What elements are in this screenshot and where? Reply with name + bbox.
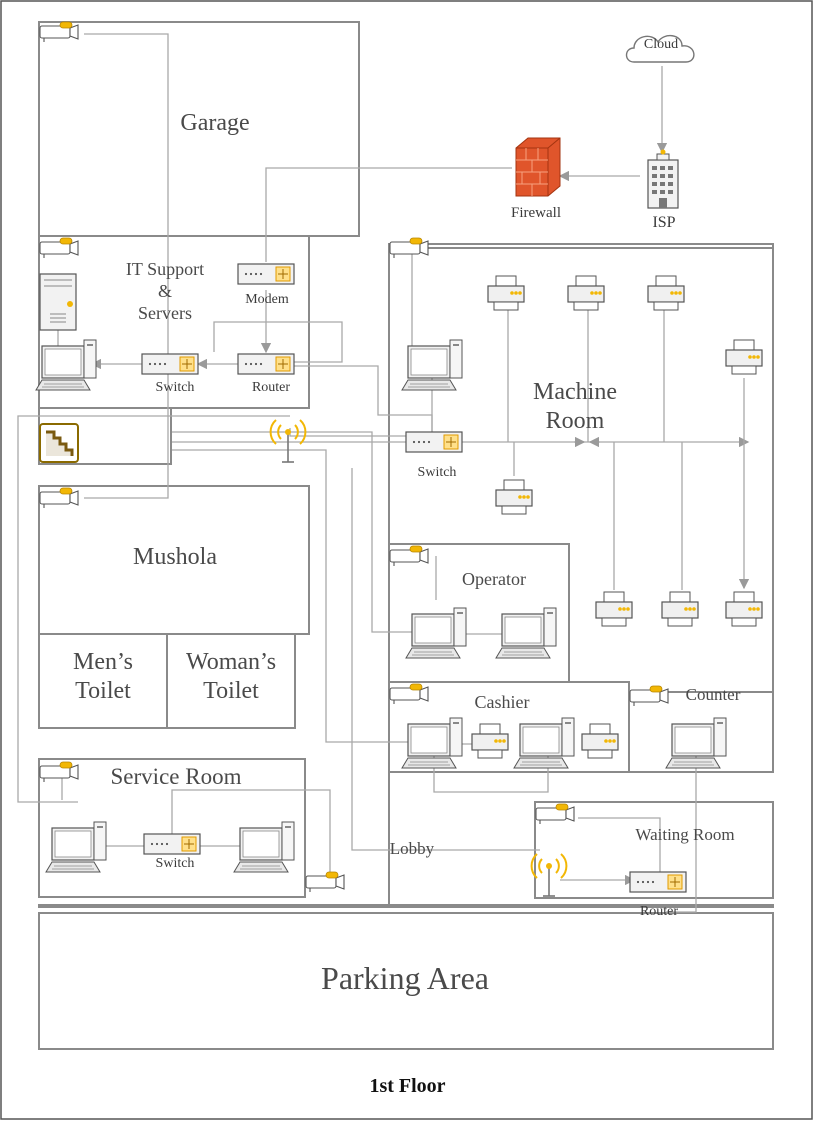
camera-mushola-icon xyxy=(39,487,79,509)
printer-7-icon xyxy=(661,591,699,627)
camera-machine-icon xyxy=(389,237,429,259)
lobby-bottom-wall xyxy=(38,904,774,908)
printer-cashier-2-icon xyxy=(581,723,619,759)
mens-toilet-line-2: Toilet xyxy=(75,678,131,705)
cashier-label: Cashier xyxy=(474,692,530,712)
switch-service-label: Switch xyxy=(155,856,195,871)
camera-service-icon xyxy=(39,761,79,783)
cloud-icon xyxy=(625,35,695,63)
switch-it-label: Switch xyxy=(155,380,195,395)
isp-building-icon xyxy=(647,149,679,209)
operator-room xyxy=(388,543,570,683)
pc-operator-2-icon xyxy=(495,607,557,659)
pc-service-2-icon xyxy=(233,821,295,873)
mushola-label: Mushola xyxy=(133,544,217,570)
router-waiting-label: Router xyxy=(639,904,679,919)
it-support-line-2: & xyxy=(157,280,172,301)
firewall-icon xyxy=(515,137,561,197)
camera-cashier-icon xyxy=(389,683,429,705)
camera-garage-icon xyxy=(39,21,79,43)
router-it-label: Router xyxy=(251,380,291,395)
floor-title: 1st Floor xyxy=(369,1075,446,1097)
womans-toilet-room xyxy=(166,633,296,729)
cloud-label: Cloud xyxy=(643,37,679,52)
garage-label: Garage xyxy=(180,110,250,136)
switch-service-icon xyxy=(143,833,201,855)
modem-label: Modem xyxy=(245,292,289,307)
mens-toilet-line-1: Men’s xyxy=(73,649,133,675)
printer-cashier-1-icon xyxy=(471,723,509,759)
firewall-label: Firewall xyxy=(511,205,561,221)
counter-room xyxy=(628,691,774,773)
womans-toilet-label: Woman’s Toilet xyxy=(168,649,294,705)
pc-counter-icon xyxy=(665,717,727,769)
wifi-access-point-icon xyxy=(269,419,307,463)
camera-waiting-icon xyxy=(535,803,575,825)
machine-room-line-2: Room xyxy=(545,408,605,435)
machine-room-top-wall xyxy=(388,243,774,249)
camera-it-icon xyxy=(39,237,79,259)
printer-8-icon xyxy=(725,591,763,627)
machine-room-label: Machine Room xyxy=(505,379,645,435)
counter-label: Counter xyxy=(685,685,741,704)
camera-operator-icon xyxy=(389,545,429,567)
parking-area-label: Parking Area xyxy=(321,960,489,996)
it-support-line-3: Servers xyxy=(138,302,192,323)
womans-toilet-line-1: Woman’s xyxy=(185,649,277,675)
parking-area xyxy=(38,912,774,1050)
pc-cashier-1-icon xyxy=(401,717,463,769)
wifi-waiting-icon xyxy=(530,853,568,897)
pc-machine-icon xyxy=(401,339,463,391)
printer-5-icon xyxy=(495,479,533,515)
it-support-line-1: IT Support xyxy=(125,259,205,279)
server-icon xyxy=(39,273,77,331)
modem-icon xyxy=(237,263,295,285)
service-room-label: Service Room xyxy=(110,764,242,789)
mens-toilet-label: Men’s Toilet xyxy=(44,649,162,705)
camera-lobby-icon xyxy=(305,871,345,893)
printer-1-icon xyxy=(487,275,525,311)
pc-operator-1-icon xyxy=(405,607,467,659)
network-cables xyxy=(17,33,750,913)
womans-toilet-line-2: Toilet xyxy=(203,678,259,705)
machine-room-line-1: Machine xyxy=(533,379,617,405)
waiting-room-label: Waiting Room xyxy=(635,825,735,844)
switch-machine-icon xyxy=(405,431,463,453)
router-waiting-icon xyxy=(629,871,687,893)
stairs-icon xyxy=(39,423,79,463)
router-it-icon xyxy=(237,353,295,375)
lobby-label: Lobby xyxy=(389,839,435,858)
switch-machine-label: Switch xyxy=(417,465,457,480)
camera-counter-icon xyxy=(629,685,669,707)
isp-label: ISP xyxy=(652,214,676,231)
printer-4-icon xyxy=(725,339,763,375)
service-room xyxy=(38,758,306,898)
printer-2-icon xyxy=(567,275,605,311)
pc-it-icon xyxy=(35,339,97,391)
operator-label: Operator xyxy=(462,569,526,589)
pc-cashier-2-icon xyxy=(513,717,575,769)
it-support-label: IT Support & Servers xyxy=(110,260,220,323)
printer-3-icon xyxy=(647,275,685,311)
pc-service-1-icon xyxy=(45,821,107,873)
switch-it-icon xyxy=(141,353,199,375)
printer-6-icon xyxy=(595,591,633,627)
